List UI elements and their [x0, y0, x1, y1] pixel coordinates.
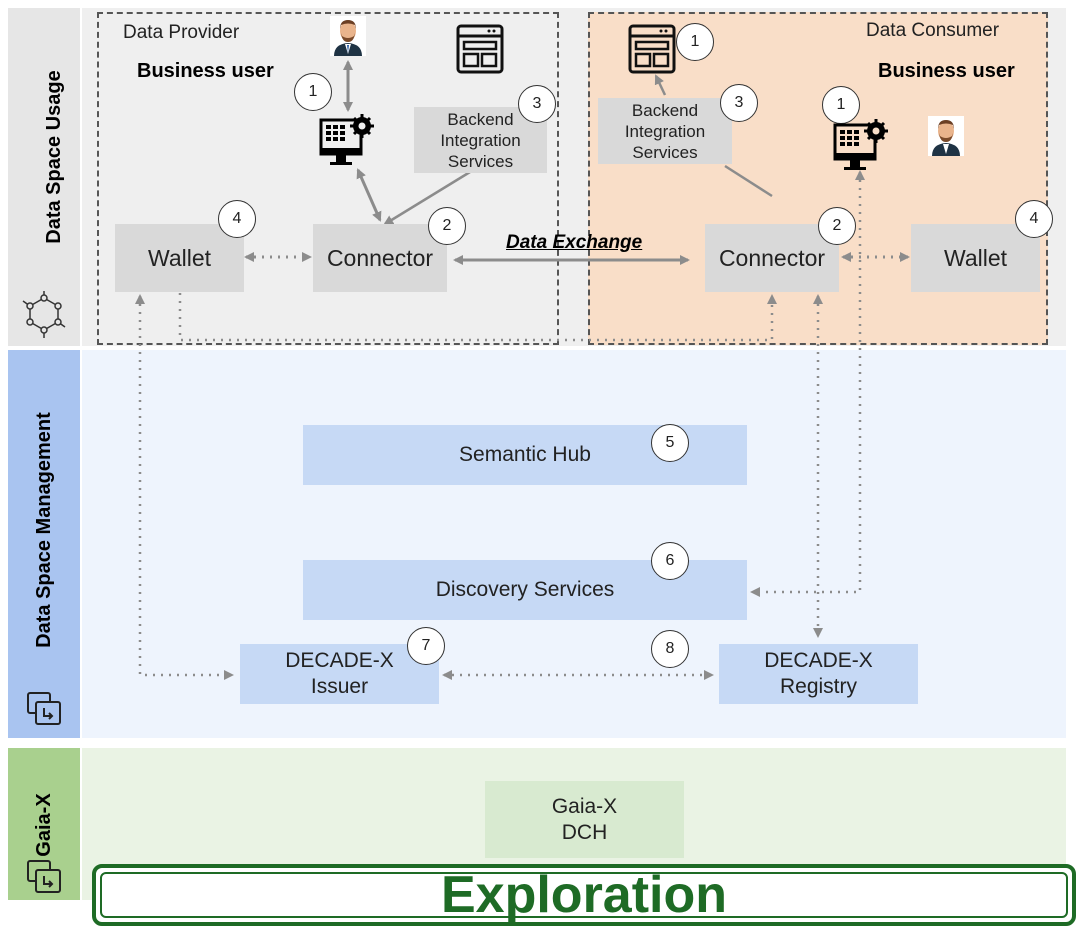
provider-region [97, 12, 559, 345]
consumer-title: Data Consumer [866, 20, 1000, 41]
management-side-bar [8, 350, 80, 738]
consumer-business-user: Business user [878, 60, 1015, 82]
decade-x-issuer-box: DECADE-X Issuer [240, 644, 439, 704]
consumer-wallet-badge: 4 [1015, 200, 1053, 238]
discovery-services-badge: 6 [651, 542, 689, 580]
data-exchange-label: Data Exchange [506, 232, 643, 253]
business-person-icon [330, 16, 366, 56]
provider-wallet-badge: 4 [218, 200, 256, 238]
consumer-connector-badge: 2 [818, 207, 856, 245]
provider-title: Data Provider [123, 22, 240, 43]
decade-x-registry-box: DECADE-X Registry [719, 644, 918, 704]
decade-x-issuer-badge: 7 [407, 627, 445, 665]
exploration-banner: Exploration [92, 864, 1076, 926]
discovery-services-box: Discovery Services [303, 560, 747, 620]
exploration-banner-text: Exploration [440, 866, 728, 924]
stacked-windows-icon [27, 692, 61, 725]
decade-x-registry-badge: 8 [651, 630, 689, 668]
consumer-backend-badge: 3 [720, 84, 758, 122]
consumer-connector-box: Connector [705, 224, 839, 292]
consumer-ui-badge: 1 [676, 23, 714, 61]
app-window-icon [628, 24, 676, 74]
provider-app-badge: 1 [294, 73, 332, 111]
gaiax-dch-box: Gaia-X DCH [485, 781, 684, 858]
network-hexagon-icon [22, 291, 66, 338]
computer-gear-icon [319, 114, 374, 165]
consumer-backend-box: Backend Integration Services [598, 98, 732, 164]
provider-connector-badge: 2 [428, 207, 466, 245]
provider-wallet-box: Wallet [115, 224, 244, 292]
app-window-icon [456, 24, 504, 74]
semantic-hub-badge: 5 [651, 424, 689, 462]
computer-gear-icon [833, 119, 888, 170]
stacked-windows-icon [27, 860, 61, 893]
exploration-banner-outer [100, 872, 1068, 918]
consumer-app-badge: 1 [822, 86, 860, 124]
usage-side-bar [8, 8, 80, 346]
provider-backend-badge: 3 [518, 85, 556, 123]
provider-connector-box: Connector [313, 224, 447, 292]
provider-business-user: Business user [137, 60, 274, 82]
consumer-wallet-box: Wallet [911, 224, 1040, 292]
business-person-icon [928, 116, 964, 156]
